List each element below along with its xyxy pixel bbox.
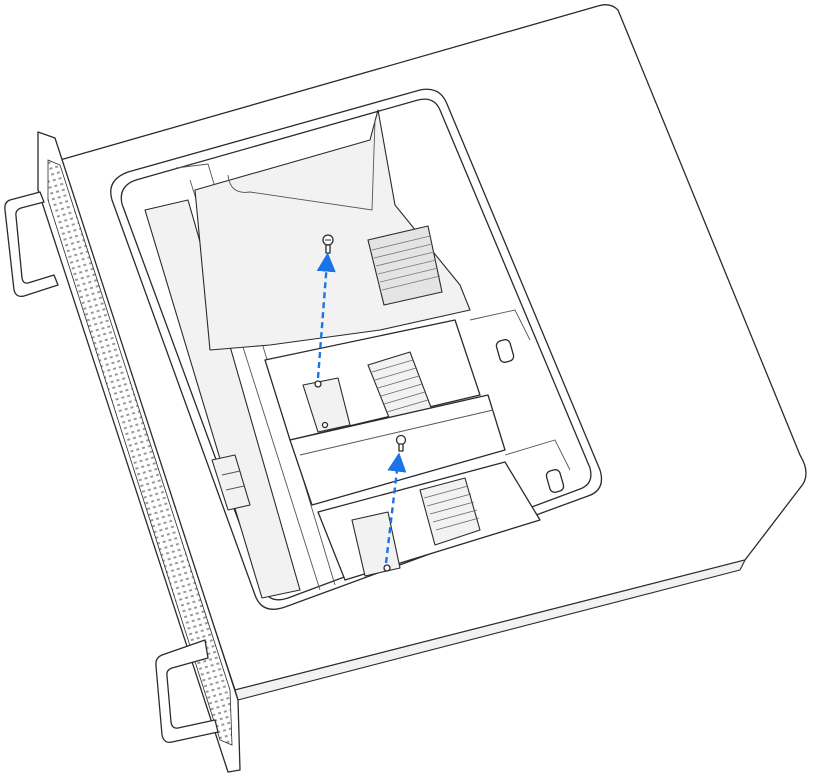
grille-mesh [47, 159, 233, 746]
latch-upper[interactable] [495, 338, 515, 363]
bottom-handle[interactable] [155, 639, 219, 743]
interior-opening-outer [110, 88, 603, 610]
drive-bracket [211, 454, 251, 511]
top-handle[interactable] [4, 191, 59, 298]
upper-ssd-module[interactable] [302, 377, 351, 433]
ssd-cover-plate [289, 394, 506, 506]
screw-icon [395, 434, 407, 452]
interior-opening-inner [120, 98, 592, 601]
lower-ssd-module[interactable] [351, 511, 401, 577]
vent-slats [371, 235, 441, 291]
latch-lower[interactable] [545, 468, 565, 493]
lower-module-screw-arrow [384, 452, 407, 564]
